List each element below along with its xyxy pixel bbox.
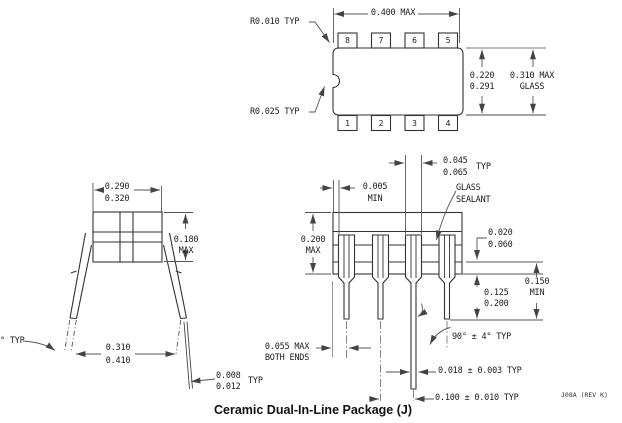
lead-angle-label: ° TYP <box>0 335 25 346</box>
pin-number-7: 7 <box>378 36 384 45</box>
dim-lead-span-max: 0.410 <box>105 355 131 366</box>
pin-number-4: 4 <box>445 118 451 128</box>
dim-lead-length-qual: MIN <box>529 288 545 298</box>
drawing-caption: Ceramic Dual-In-Line Package (J) <box>214 403 412 417</box>
dim-end-gap: 0.055 MAX <box>264 341 310 352</box>
dim-pin-width-qual: TYP <box>476 161 491 172</box>
dim-body-max: 0.291 <box>469 82 495 92</box>
dim-end-height-qual: MAX <box>178 246 194 256</box>
package-body-outline <box>332 47 464 116</box>
dim-standoff-qual: MIN <box>367 193 383 204</box>
side-pin-2 <box>371 234 390 320</box>
dim-lead-span-min: 0.310 <box>105 343 131 353</box>
pin-pad-5 <box>437 32 459 49</box>
dim-standoff: 0.005 <box>362 182 388 192</box>
dim-lead-thk-max: 0.012 <box>216 381 241 392</box>
dim-lead-thk-qual: TYP <box>248 376 263 386</box>
right-lead <box>168 232 188 319</box>
dim-end-height: 0.180 <box>173 234 199 245</box>
pin-pad-2 <box>370 114 392 132</box>
dim-package-width: 0.400 MAX <box>370 8 416 18</box>
side-view <box>305 155 543 402</box>
dim-end-width-max: 0.320 <box>104 194 130 204</box>
dim-lead-length: 0.150 <box>524 276 550 287</box>
dim-lead-thk-min: 0.008 <box>216 370 241 381</box>
end-body <box>92 211 163 263</box>
dim-pin-width-max: 0.065 <box>443 167 468 178</box>
dim-body-min: 0.220 <box>469 70 495 81</box>
dim-shoulder-max: 0.200 <box>484 299 509 309</box>
pin-number-5: 5 <box>445 36 451 45</box>
dim-body-height-qual: MAX <box>305 246 321 256</box>
radius-notch-label: R0.025 TYP <box>250 106 300 117</box>
top-view <box>309 8 546 132</box>
left-lead <box>69 232 87 319</box>
pin-number-1: 1 <box>345 118 350 128</box>
pin-pad-6 <box>404 32 425 49</box>
dim-lead-width: 0.018 ± 0.003 TYP <box>438 366 522 376</box>
glass-sealant-line1: GLASS <box>456 182 481 193</box>
dim-pin-width-min: 0.045 <box>443 155 468 166</box>
dim-shoulder-min: 0.125 <box>484 287 509 298</box>
drawing-reference: J08A (REV K) <box>561 390 608 399</box>
pin-number-6: 6 <box>412 36 417 45</box>
dim-lead-pitch: 0.100 ± 0.010 TYP <box>435 392 519 403</box>
pin-pad-8 <box>337 32 358 49</box>
pin-number-8: 8 <box>345 36 350 45</box>
dim-body-height: 0.200 <box>300 234 326 245</box>
dim-glass-width: 0.310 MAX <box>509 70 555 81</box>
dim-lip-max: 0.060 <box>488 239 513 250</box>
lead-bend-angle: 90° ± 4° TYP <box>452 331 512 342</box>
dim-end-gap-qual: BOTH ENDS <box>264 353 310 363</box>
glass-label: GLASS <box>519 82 545 92</box>
side-pin-4 <box>438 234 456 320</box>
side-pin-3 <box>404 234 423 390</box>
pin-pad-1 <box>337 114 358 132</box>
dim-lip-min: 0.020 <box>488 228 513 238</box>
glass-sealant-line2: SEALANT <box>456 194 491 205</box>
dim-end-width-min: 0.290 <box>104 182 130 192</box>
radius-corner-label: R0.010 TYP <box>250 16 300 27</box>
side-pin-1 <box>337 234 356 320</box>
pin-number-2: 2 <box>378 118 384 128</box>
pin-pad-4 <box>437 114 459 132</box>
pin-number-3: 3 <box>412 118 417 128</box>
pin-pad-3 <box>404 114 425 132</box>
end-view <box>22 183 216 390</box>
pin-pad-7 <box>370 32 392 49</box>
